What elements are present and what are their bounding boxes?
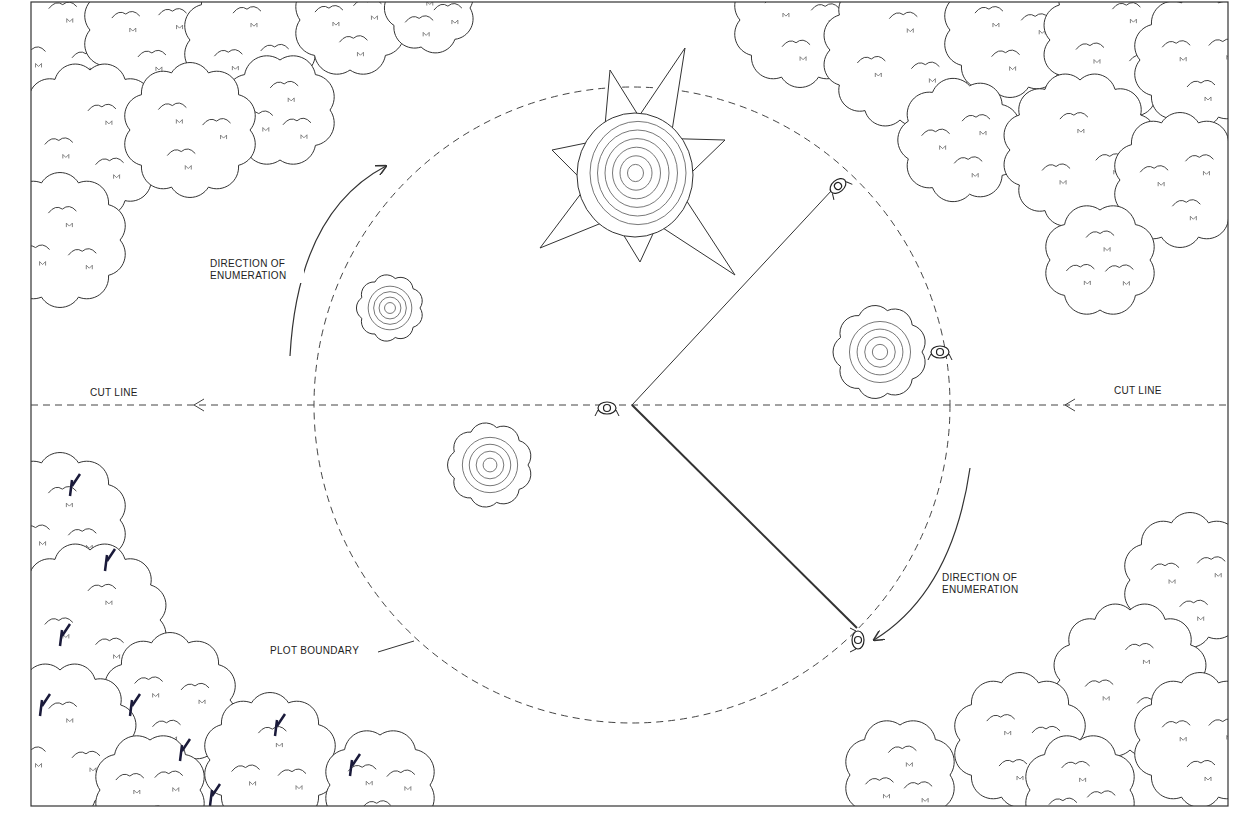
tree-group [356,48,925,507]
crew-member [850,628,864,652]
frame [31,2,1228,806]
large-tree [540,48,735,275]
bush [846,721,954,806]
branch [350,754,360,776]
branch [130,694,140,716]
branch [210,784,220,806]
tree [356,275,422,341]
bush [205,693,336,806]
text-label: DIRECTION OF ENUMERATION [208,257,304,283]
crew-member [595,402,619,416]
crew-group [595,174,952,652]
tree [448,423,531,507]
text-label: CUT LINE [88,386,140,400]
bush-group [31,2,1228,806]
bush [1046,206,1154,314]
text-label: CUT LINE [1112,384,1164,398]
bush [1135,2,1228,127]
measuring-tape [632,405,857,628]
branch [180,739,190,761]
bush [1026,736,1134,806]
bush [31,173,125,308]
text-label: PLOT BOUNDARY [268,644,361,658]
enumeration-arrow [874,468,970,640]
tree [833,306,925,399]
cut-line [31,405,1228,406]
text-label: DIRECTION OF ENUMERATION [940,571,1036,597]
bush [326,731,434,806]
plot-boundary [314,87,950,723]
leader-line [378,641,414,652]
branch [275,714,285,736]
bush [96,736,204,806]
branch [40,694,50,716]
crew-member [825,174,852,200]
cut-line-arrow [194,399,204,411]
bush [1135,673,1228,806]
bush [125,63,256,198]
bush [384,2,473,53]
branch [105,549,115,571]
bush [898,78,1020,201]
crew-member [928,346,952,360]
branch [60,624,70,646]
branch [70,474,80,496]
cut-line-arrow [1065,399,1075,411]
